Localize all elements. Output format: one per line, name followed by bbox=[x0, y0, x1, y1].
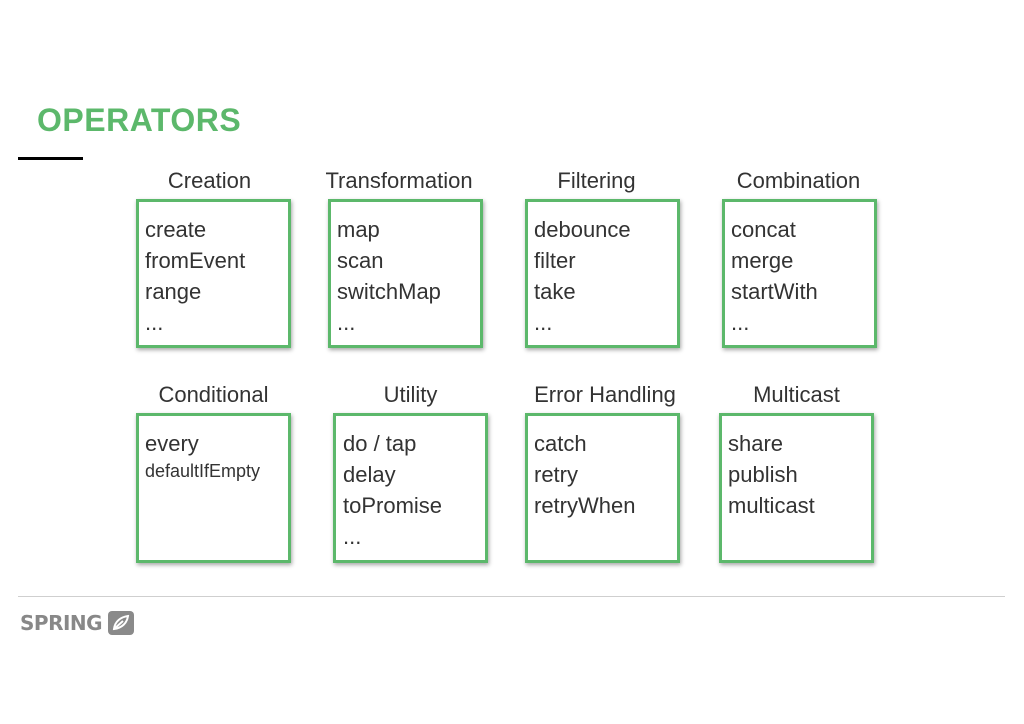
category-box-utility: do / tap delay toPromise ... bbox=[333, 413, 488, 563]
category-box-transformation: map scan switchMap ... bbox=[328, 199, 483, 348]
operator-item: delay bbox=[343, 462, 396, 487]
category-box-multicast: share publish multicast bbox=[719, 413, 874, 563]
operator-item: concat bbox=[731, 217, 796, 242]
category-label-creation: Creation bbox=[167, 168, 252, 193]
operator-item: debounce bbox=[534, 217, 631, 242]
brand-wordmark: SPRING bbox=[20, 611, 103, 635]
brand-logo: SPRING bbox=[20, 611, 135, 635]
category-label-transformation: Transformation bbox=[325, 168, 473, 193]
operator-item: ... bbox=[534, 310, 553, 335]
operator-item: scan bbox=[337, 248, 384, 273]
operator-item: map bbox=[337, 217, 380, 242]
title-underline bbox=[18, 157, 83, 160]
category-label-utility: Utility bbox=[383, 382, 438, 407]
operator-item: merge bbox=[731, 248, 794, 273]
operator-item: do / tap bbox=[343, 431, 417, 456]
operator-item: create bbox=[145, 217, 207, 242]
operator-item: multicast bbox=[728, 493, 815, 518]
footer-divider bbox=[18, 596, 1005, 597]
operator-item: range bbox=[145, 279, 202, 304]
category-box-conditional: every defaultIfEmpty bbox=[136, 413, 291, 563]
category-label-combination: Combination bbox=[736, 168, 861, 193]
operator-item: ... bbox=[343, 524, 362, 549]
category-box-creation: create fromEvent range ... bbox=[136, 199, 291, 348]
category-box-combination: concat merge startWith ... bbox=[722, 199, 877, 348]
operator-item: take bbox=[534, 279, 576, 304]
category-label-filtering: Filtering bbox=[557, 168, 636, 193]
leaf-logo-icon bbox=[108, 611, 135, 635]
operator-item: fromEvent bbox=[145, 248, 246, 273]
operator-item: ... bbox=[337, 310, 356, 335]
operator-item: catch bbox=[534, 431, 587, 456]
operator-item: retry bbox=[534, 462, 578, 487]
slide-title: OPERATORS bbox=[37, 102, 242, 138]
operator-item: defaultIfEmpty bbox=[145, 461, 261, 481]
category-box-error-handling: catch retry retryWhen bbox=[525, 413, 680, 563]
operator-item: startWith bbox=[731, 279, 818, 304]
operator-item: ... bbox=[731, 310, 750, 335]
operator-item: switchMap bbox=[337, 279, 441, 304]
category-box-filtering: debounce filter take ... bbox=[525, 199, 680, 348]
operator-item: filter bbox=[534, 248, 576, 273]
category-label-conditional: Conditional bbox=[158, 382, 269, 407]
operator-item: every bbox=[145, 431, 199, 456]
category-label-error-handling: Error Handling bbox=[534, 382, 676, 407]
operator-item: ... bbox=[145, 310, 164, 335]
operator-item: retryWhen bbox=[534, 493, 636, 518]
operator-item: share bbox=[728, 431, 784, 456]
operator-item: publish bbox=[728, 462, 798, 487]
category-label-multicast: Multicast bbox=[753, 382, 840, 407]
operator-item: toPromise bbox=[343, 493, 443, 518]
